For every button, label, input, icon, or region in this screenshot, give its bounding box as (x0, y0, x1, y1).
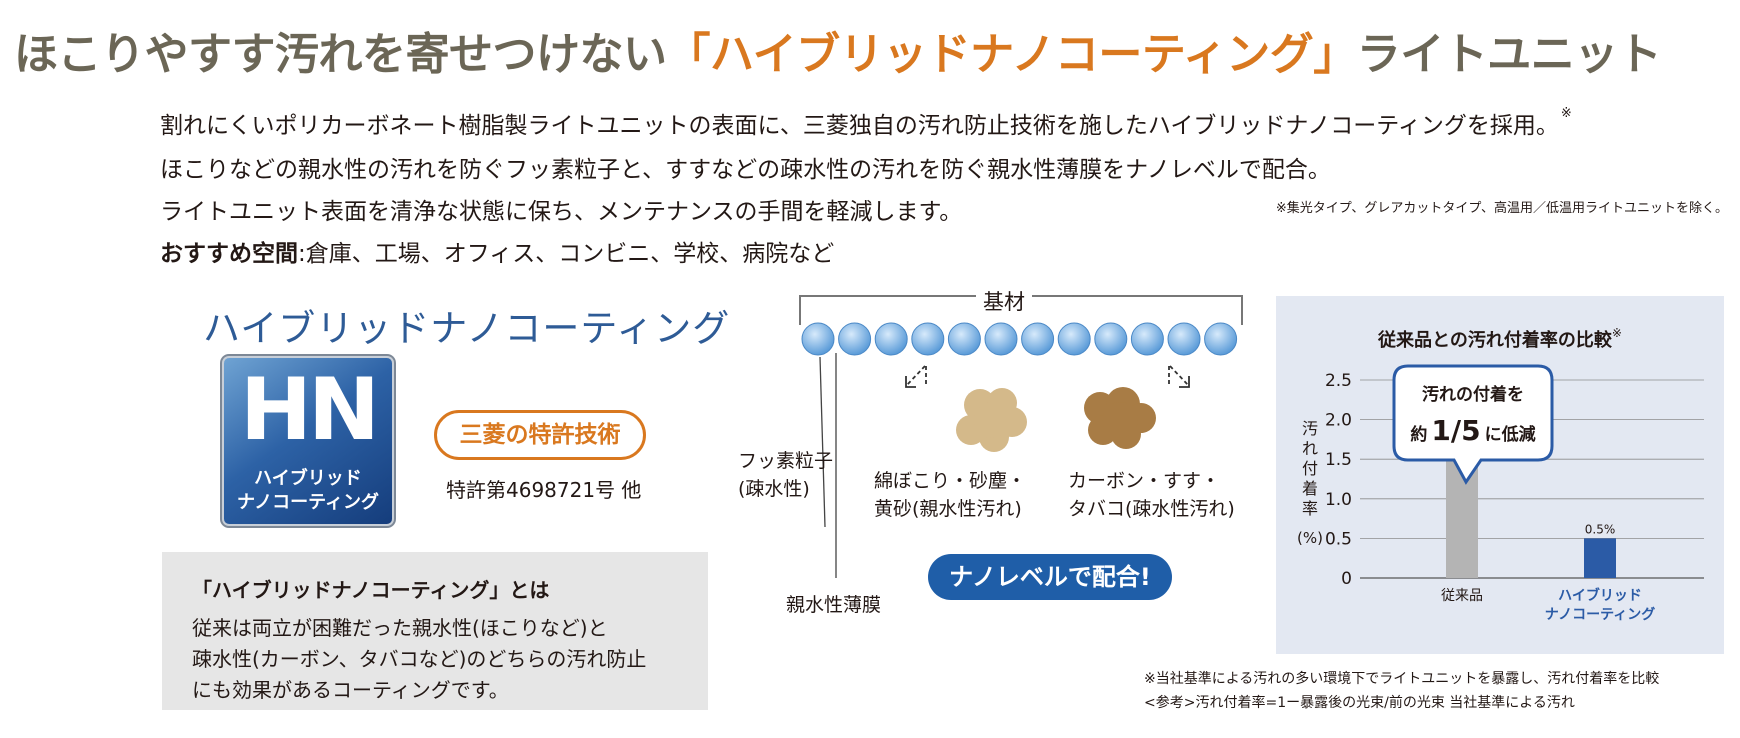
page-title: ほこりやすす汚れを寄せつけない「ハイブリッドナノコーティング」ライトユニット (14, 18, 1662, 82)
footer-note-2: <参考>汚れ付着率=1ー暴露後の光束/前の光束 当社基準による汚れ (1144, 695, 1575, 711)
carbon-repel-arrow (1168, 365, 1190, 388)
carbon-blob (1084, 387, 1156, 449)
patent-badge: 三菱の特許技術 (434, 410, 646, 460)
y-axis-label-char: 汚 (1302, 419, 1318, 438)
fluorine-particle (984, 322, 1018, 356)
category-label: 従来品 (1441, 588, 1483, 604)
bar-value-label: 0.5% (1585, 522, 1616, 536)
y-tick-label: 0 (1341, 569, 1352, 589)
footer-note-1: ※当社基準による汚れの多い環境下でライトユニットを暴露し、汚れ付着率を比較 (1144, 671, 1660, 687)
title-pre: ほこりやすす汚れを寄せつけない (14, 29, 667, 80)
definition-title: 「ハイブリッドナノコーティング」とは (192, 578, 550, 602)
coating-heading: ハイブリッドナノコーティング (203, 307, 731, 350)
fluorine-particle (947, 322, 981, 356)
fluorine-particle (1204, 322, 1238, 356)
hn-logo-sub-2: ナノコーティング (236, 492, 380, 513)
category-label: ハイブリッド (1558, 587, 1642, 604)
y-axis-label-char: 着 (1302, 479, 1318, 498)
fluorine-particle (1130, 322, 1164, 356)
fluorine-particle (1021, 322, 1055, 356)
dust-blob (956, 388, 1027, 452)
callout-shape (1392, 364, 1554, 485)
fluorine-particle (838, 322, 872, 356)
hn-logo-letters: HN (240, 360, 380, 460)
recommended-spaces: おすすめ空間:倉庫、工場、オフィス、コンビニ、学校、病院など (160, 234, 834, 268)
definition-box: 「ハイブリッドナノコーティング」とは 従来は両立が困難だった親水性(ほこりなど)… (162, 552, 708, 710)
hn-logo-sub-1: ハイブリッド (254, 468, 362, 489)
intro-line-1-text: 割れにくいポリカーボネート樹脂製ライトユニットの表面に、三菱独自の汚れ防止技術を… (160, 113, 1559, 139)
title-highlight: 「ハイブリッドナノコーティング」 (666, 29, 1358, 80)
dust-label-2: 黄砂(親水性汚れ) (874, 498, 1022, 520)
definition-line-3: にも効果があるコーティングです。 (192, 678, 509, 702)
category-label: ナノコーティング (1545, 606, 1655, 623)
intro-footnote-mark: ※ (1560, 106, 1572, 121)
dust-repel-arrow (905, 365, 927, 388)
chart-title: 従来品との汚れ付着率の比較※ (1276, 326, 1724, 352)
callout-line-1: 汚れの付着を (1422, 384, 1524, 405)
fluorine-particle (911, 322, 945, 356)
carbon-label-1: カーボン・すす・ (1068, 470, 1221, 492)
particle-row (801, 322, 1238, 578)
intro-line-3: ライトユニット表面を清浄な状態に保ち、メンテナンスの手間を軽減します。 (160, 199, 963, 225)
title-post: ライトユニット (1356, 29, 1662, 80)
y-axis-label-char: れ (1302, 439, 1318, 458)
film-label: 親水性薄膜 (786, 594, 882, 616)
fluorine-particle (874, 322, 908, 356)
patent-number: 特許第4698721号 他 (446, 478, 642, 502)
y-axis-label-char: 率 (1302, 499, 1318, 518)
ylabel-layer: 汚れ付着率 (%) (1297, 419, 1323, 547)
substrate-label: 基材 (983, 290, 1025, 314)
fluorine-label-2: (疎水性) (738, 478, 810, 500)
carbon-label-2: タバコ(疎水性汚れ) (1068, 498, 1235, 520)
recommended-label: おすすめ空間 (160, 241, 298, 267)
intro-line-2: ほこりなどの親水性の汚れを防ぐフッ素粒子と、すすなどの疎水性の汚れを防ぐ親水性薄… (160, 157, 1331, 183)
hn-logo: HN ハイブリッド ナノコーティング (224, 358, 392, 524)
intro-footnote: ※集光タイプ、グレアカットタイプ、高温用／低温用ライトユニットを除く。 (1275, 201, 1728, 216)
callout-pre: 約 (1410, 424, 1427, 445)
chart-title-text: 従来品との汚れ付着率の比較 (1378, 330, 1612, 351)
y-tick-label: 2.5 (1325, 371, 1352, 391)
y-tick-label: 2.0 (1325, 411, 1352, 431)
chart-panel: 従来品との汚れ付着率の比較※ 00.51.01.52.02.5 2.4%従来品0… (1276, 296, 1724, 654)
fluorine-particle (1094, 322, 1128, 356)
y-tick-label: 1.0 (1325, 490, 1352, 510)
coating-diagram: 基材 (799, 284, 1243, 578)
y-tick-label: 0.5 (1325, 529, 1352, 549)
comparison-chart: 00.51.01.52.02.5 2.4%従来品0.5%ハイブリッドナノコーティ… (1297, 364, 1704, 623)
definition-line-1: 従来は両立が困難だった親水性(ほこりなど)と (192, 616, 608, 640)
fluorine-particle (1057, 322, 1091, 356)
tick-layer: 0 0.5 1.0 1.5 2.0 2.5 (1325, 371, 1352, 589)
fluorine-particle (801, 322, 835, 356)
fluorine-pointer (819, 356, 826, 528)
fluorine-label-1: フッ素粒子 (738, 450, 834, 472)
intro-line-1: 割れにくいポリカーボネート樹脂製ライトユニットの表面に、三菱独自の汚れ防止技術を… (160, 106, 1572, 140)
substrate-label-bg (976, 284, 1032, 310)
dust-label-1: 綿ぼこり・砂塵・ (874, 470, 1027, 492)
fluorine-particle (1167, 322, 1201, 356)
chart-title-mark: ※ (1611, 326, 1622, 340)
y-axis-label-char: 付 (1302, 459, 1318, 478)
callout-post: に低減 (1485, 424, 1536, 445)
y-tick-label: 1.5 (1325, 450, 1352, 470)
y-axis-unit: (%) (1297, 529, 1323, 547)
recommended-text: :倉庫、工場、オフィス、コンビニ、学校、病院など (298, 241, 835, 267)
bar (1584, 538, 1616, 578)
callout-value: 1/5 (1431, 414, 1480, 447)
definition-line-2: 疎水性(カーボン、タバコなど)のどちらの汚れ防止 (192, 647, 647, 671)
nano-level-badge: ナノレベルで配合! (928, 554, 1172, 600)
